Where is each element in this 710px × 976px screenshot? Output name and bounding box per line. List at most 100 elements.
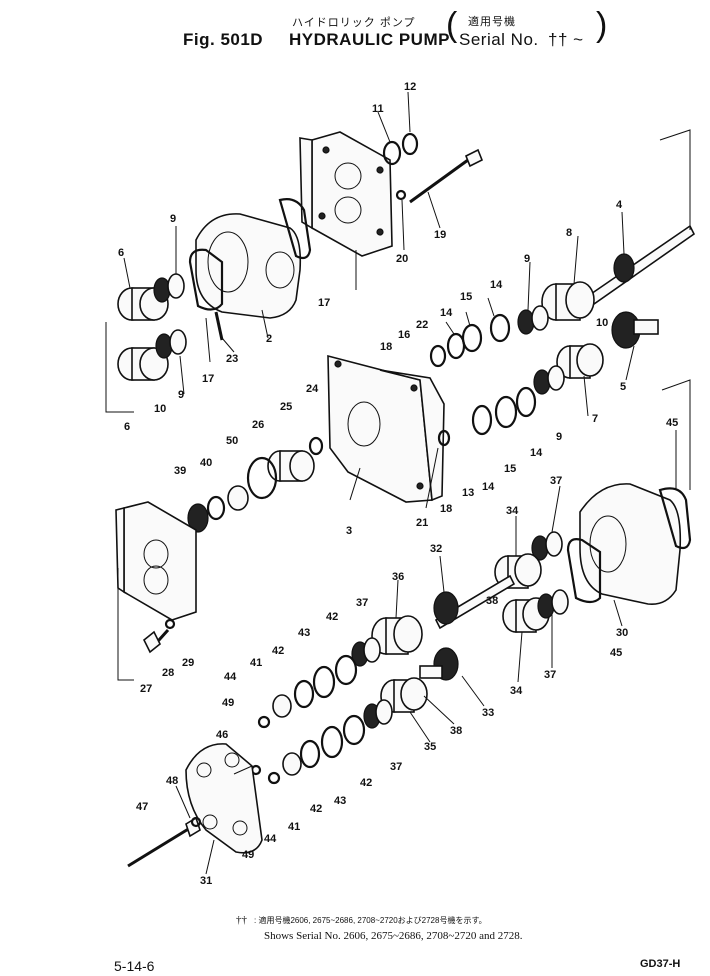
part-label-19: 19 xyxy=(434,229,446,241)
ring-42d xyxy=(299,739,321,769)
sleeve-25 xyxy=(267,450,315,482)
washer-44a xyxy=(257,715,271,729)
part-label-30: 30 xyxy=(616,627,628,639)
bearing-9a xyxy=(153,273,185,303)
part-label-37: 37 xyxy=(356,597,368,609)
part-label-44: 44 xyxy=(264,833,277,845)
gear-case-30 xyxy=(579,483,682,606)
serial-mark: †† ~ xyxy=(548,30,584,49)
bolt-47 xyxy=(127,816,201,868)
seal-24 xyxy=(308,436,324,456)
bracket-6 xyxy=(105,322,134,413)
part-label-38: 38 xyxy=(450,725,462,737)
part-label-6: 6 xyxy=(124,421,130,433)
serial-close-paren: ) xyxy=(596,6,608,44)
ring-22 xyxy=(429,344,447,368)
part-label-6: 6 xyxy=(118,247,124,259)
part-label-43: 43 xyxy=(298,627,310,639)
footnote-mark: †† xyxy=(236,914,247,926)
ring-42c xyxy=(342,714,366,746)
rear-cover-plate-29 xyxy=(115,501,197,621)
part-label-37: 37 xyxy=(390,761,402,773)
part-label-39: 39 xyxy=(174,465,186,477)
part-label-16: 16 xyxy=(398,329,410,341)
bracket-45 xyxy=(661,379,691,490)
bolt-27 xyxy=(142,628,170,654)
ring-14c xyxy=(471,404,493,436)
part-label-42: 42 xyxy=(310,803,322,815)
seal-17b xyxy=(278,198,312,260)
bearing-37b xyxy=(537,589,569,619)
bearing-37c xyxy=(351,637,381,667)
part-label-11: 11 xyxy=(372,103,384,115)
part-label-45: 45 xyxy=(610,647,622,659)
bushing-34a xyxy=(494,553,542,589)
part-label-32: 32 xyxy=(430,543,442,555)
part-label-9: 9 xyxy=(556,431,562,443)
snap-ring-12 xyxy=(401,132,419,156)
part-label-33: 33 xyxy=(482,707,494,719)
part-label-43: 43 xyxy=(334,795,346,807)
part-label-12: 12 xyxy=(404,81,416,93)
page-number: 5-14-6 xyxy=(114,958,155,974)
bearing-9c xyxy=(517,305,549,335)
part-label-44: 44 xyxy=(224,671,237,683)
part-label-5: 5 xyxy=(620,381,626,393)
part-label-47: 47 xyxy=(136,801,148,813)
ring-13 xyxy=(437,429,451,447)
ring-41b xyxy=(282,752,302,776)
part-label-29: 29 xyxy=(182,657,194,669)
part-label-41: 41 xyxy=(250,657,262,669)
part-label-9: 9 xyxy=(178,389,184,401)
drive-shaft-4 xyxy=(586,224,696,306)
seal-17a xyxy=(188,248,224,311)
ring-14b xyxy=(446,332,466,360)
drawing-code: GD37-H xyxy=(640,958,681,970)
part-label-49: 49 xyxy=(222,697,234,709)
ring-40 xyxy=(206,495,226,521)
serial-japanese: 適用号機 xyxy=(468,16,516,28)
gear-shaft-33 xyxy=(419,647,459,681)
ring-50 xyxy=(227,485,249,511)
part-label-10: 10 xyxy=(596,317,608,329)
part-label-26: 26 xyxy=(252,419,264,431)
part-label-37: 37 xyxy=(550,475,562,487)
gear-case-2 xyxy=(195,213,302,319)
washer-48 xyxy=(190,816,202,828)
bracket-4 xyxy=(659,129,691,230)
part-label-20: 20 xyxy=(396,253,408,265)
bearing-9b xyxy=(155,329,187,359)
bearing-9d xyxy=(533,365,565,395)
part-label-14: 14 xyxy=(490,279,503,291)
bushing-6a xyxy=(117,287,169,321)
part-label-21: 21 xyxy=(416,517,428,529)
part-label-40: 40 xyxy=(200,457,212,469)
ring-43a xyxy=(312,665,336,699)
bearing-37a xyxy=(531,531,563,561)
ring-15b xyxy=(494,395,518,429)
seal-45a xyxy=(658,487,692,550)
part-label-3: 3 xyxy=(346,525,352,537)
part-label-34: 34 xyxy=(510,685,523,697)
bearing-37d xyxy=(363,699,393,729)
bushing-7 xyxy=(556,343,604,379)
part-label-24: 24 xyxy=(306,383,319,395)
part-label-17: 17 xyxy=(202,373,214,385)
part-label-31: 31 xyxy=(200,875,212,887)
part-label-35: 35 xyxy=(424,741,436,753)
part-label-36: 36 xyxy=(392,571,404,583)
rear-cover-31 xyxy=(185,743,263,854)
part-labels: 1211201949617172239106891415142216181057… xyxy=(118,81,678,887)
seal-39 xyxy=(187,503,209,533)
figure-number: Fig. 501D xyxy=(183,30,264,49)
part-label-13: 13 xyxy=(462,487,474,499)
part-label-38: 38 xyxy=(486,595,498,607)
part-label-17: 17 xyxy=(318,297,330,309)
ring-14d xyxy=(515,386,537,418)
gear-shaft-32 xyxy=(433,574,516,630)
part-label-14: 14 xyxy=(482,481,495,493)
ring-15a xyxy=(461,323,483,353)
serial-label: Serial No. xyxy=(459,30,539,49)
